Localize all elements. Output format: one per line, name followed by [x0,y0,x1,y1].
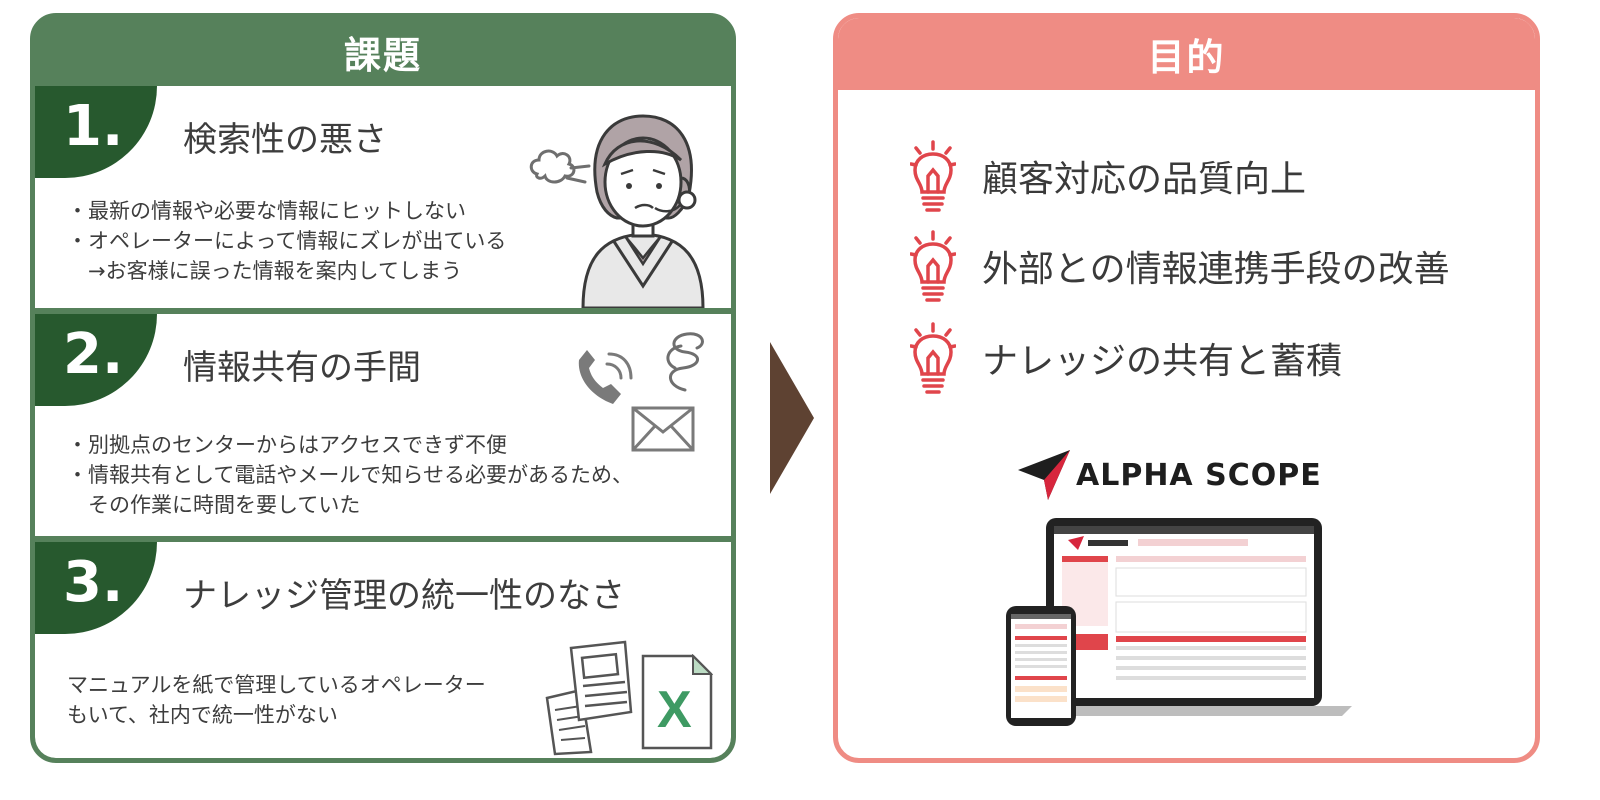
purpose-header: 目的 [838,18,1535,90]
purpose-text: 外部との情報連携手段の改善 [982,249,1450,290]
issue-card-2: 2. 情報共有の手間 ・別拠点のセンターからはアクセスできず不便 ・情報共有とし… [35,314,731,536]
right-arrow-icon [770,342,814,494]
mail-envelope-icon [631,406,695,452]
purpose-item-1: 顧客対応の品質向上 [910,140,1306,212]
issue-bullets-1: ・最新の情報や必要な情報にヒットしない ・オペレーターによって情報にズレが出てい… [67,196,506,286]
issues-header: 課題 [344,34,422,77]
issue-text-3: マニュアルを紙で管理しているオペレーター もいて、社内で統一性がない [67,670,486,730]
issue-title-1: 検索性の悪さ [183,120,387,160]
issue-line: もいて、社内で統一性がない [67,703,338,727]
issue-bullet: ・最新の情報や必要な情報にヒットしない [67,199,466,223]
issue-bullet: その作業に時間を要していた [67,493,361,517]
issue-bullet: ・情報共有として電話やメールで知らせる必要があるため、 [67,463,633,487]
alpha-scope-logo: ALPHA SCOPE [1018,450,1322,500]
issue-card-1: 1. 検索性の悪さ ・最新の情報や必要な情報にヒットしない ・オペレーターによっ… [35,86,731,308]
purpose-item-3: ナレッジの共有と蓄積 [910,322,1342,394]
phone-icon [578,350,633,404]
lightbulb-icon [910,140,956,212]
purpose-panel: 目的 顧客対応の品質向上 外部との情報連携手段の改善 [833,13,1540,763]
issue-number-1: 1. [35,86,157,178]
issue-bullet: ・オペレーターによって情報にズレが出ている [67,229,507,253]
excel-letter: X [657,681,692,739]
paper-documents-icon [545,640,633,756]
issue-bullet: →お客様に誤った情報を案内してしまう [67,259,462,283]
purpose-text: ナレッジの共有と蓄積 [982,341,1343,382]
issue-number-3: 3. [35,542,157,634]
alpha-scope-mark-icon [1018,450,1070,500]
sigh-puff-icon [529,149,591,184]
purpose-text: 顧客対応の品質向上 [982,159,1307,200]
laptop-screenshot-image [1006,518,1352,726]
issue-bullet: ・別拠点のセンターからはアクセスできず不便 [67,433,507,457]
issue-card-3: 3. ナレッジ管理の統一性のなさ マニュアルを紙で管理しているオペレーター もい… [35,542,731,758]
brand-name: ALPHA SCOPE [1076,457,1322,493]
issue-title-3: ナレッジ管理の統一性のなさ [183,576,625,616]
lightbulb-icon [910,230,956,302]
lightbulb-icon [910,322,956,394]
issue-number-2: 2. [35,314,157,406]
confusion-swirl-icon [666,332,704,392]
issue-title-2: 情報共有の手間 [183,348,421,388]
issues-panel: 課題 1. 検索性の悪さ ・最新の情報や必要な情報にヒットしない ・オペレーター… [30,13,736,763]
purpose-item-2: 外部との情報連携手段の改善 [910,230,1450,302]
operator-woman-icon [581,114,705,308]
excel-file-icon [641,654,713,750]
issue-bullets-2: ・別拠点のセンターからはアクセスできず不便 ・情報共有として電話やメールで知らせ… [67,430,633,520]
issue-line: マニュアルを紙で管理しているオペレーター [67,673,486,697]
